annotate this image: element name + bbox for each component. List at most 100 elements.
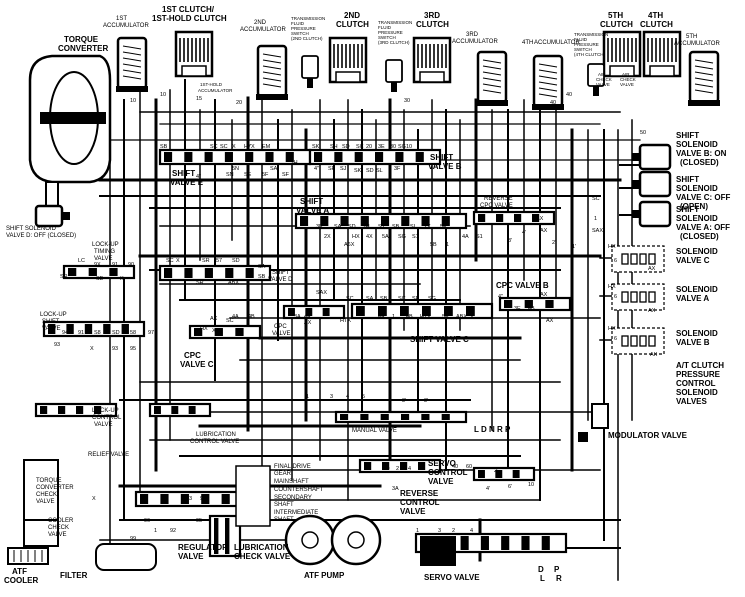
shift-solenoid-b — [632, 143, 672, 171]
port-code-sv-b: 20 — [366, 144, 372, 150]
shift-valve-a-land — [381, 216, 390, 226]
second-accumulator-spring-coil — [262, 71, 282, 76]
first-clutch-pack — [174, 30, 214, 78]
port-code-sv-e: SF — [282, 172, 290, 178]
manual-valve — [334, 410, 468, 424]
servo-valve-land — [480, 536, 489, 550]
reverse-cpc-valve-land — [532, 214, 540, 222]
shift-valve-d-land — [204, 268, 213, 278]
reverse-control-valve-land — [512, 470, 520, 478]
port-code-lockup: 91 — [112, 262, 118, 268]
cpc-valve-c-land — [214, 328, 223, 336]
port-code-sv-a: 3F — [316, 224, 323, 230]
fourth-accumulator-spring-coil — [538, 75, 558, 80]
port-code-acc-nums: 50 — [640, 130, 646, 136]
fifth-accumulator-piston — [688, 100, 720, 106]
third-clutch-pack — [412, 36, 452, 84]
lubrication-check-valve-land — [214, 518, 219, 554]
shift-valve-d-land — [245, 268, 254, 278]
port-code-cpcb: 4" — [498, 294, 503, 300]
port-code-sv-b: SD — [366, 168, 374, 174]
fourth-accumulator-spring-coil — [538, 93, 558, 98]
shift-valve-e-land — [224, 152, 233, 162]
shift-valve-e-land — [184, 152, 193, 162]
port-code-cpcb: 4B — [528, 306, 535, 312]
tfp-switch-3rd-body — [385, 59, 403, 83]
shift-valve-e-land — [265, 152, 274, 162]
manual-valve-land — [401, 414, 410, 420]
torque-converter — [28, 54, 112, 223]
solenoid-valve-a-enclosure — [611, 283, 665, 311]
port-code-sv-b: 30 — [390, 144, 396, 150]
port-code-misc: 2' — [494, 468, 498, 474]
port-code-sol: 6 — [614, 336, 617, 342]
port-code-misc: 10 — [528, 482, 534, 488]
port-code-sv-c: HTX — [340, 318, 351, 324]
port-code-misc: 60 — [466, 464, 472, 470]
port-code-sv-a: 2X — [424, 224, 431, 230]
lubrication-check-valve — [208, 514, 242, 558]
first-accumulator-spring-coil — [122, 57, 142, 62]
port-code-sv-b: SK — [312, 144, 320, 150]
regulator-valve-land — [201, 494, 210, 504]
port-code-sv-b: SG — [398, 144, 406, 150]
port-code-sol: SAX — [592, 228, 603, 234]
fourth-accumulator-spring-coil — [538, 69, 558, 74]
shift-valve-b-land — [375, 152, 384, 162]
port-code-sv-a: 5B — [430, 242, 437, 248]
port-code-sv-c: 4B — [406, 314, 413, 320]
first-accumulator-spring-coil — [122, 69, 142, 74]
shift-valve-c-land — [356, 306, 365, 316]
port-code-sv-b: SK — [354, 168, 362, 174]
manual-valve-land — [421, 414, 430, 420]
label-manual-valve: MANUAL VALVE — [352, 428, 397, 434]
label-atf-pump: ATF PUMP — [304, 571, 345, 580]
port-code-misc: 5 — [362, 394, 365, 400]
port-code-lockup: S8 — [94, 330, 101, 336]
solenoid-valve-a-coil — [621, 291, 629, 303]
port-code-sv-e: SH — [290, 160, 298, 166]
port-code-misc: 2 — [396, 466, 399, 472]
third-accumulator-spring-coil — [482, 89, 502, 94]
port-code-sol: HX — [608, 326, 616, 332]
solenoid-valve-b-enclosure — [611, 327, 665, 355]
cpc-valve-b — [498, 296, 572, 312]
shift-solenoid-b-plunger — [632, 153, 640, 161]
modulator-valve-body — [591, 403, 609, 429]
label-cpc-valve-b: CPC VALVE B — [496, 281, 549, 290]
port-code-sv-c: SG — [428, 296, 436, 302]
port-code-misc: 2' — [552, 240, 556, 246]
solenoid-valve-b-coil — [630, 335, 638, 347]
servo-control-valve-land — [364, 462, 372, 470]
port-code-sv-c: 4A — [378, 314, 385, 320]
atf-pump — [284, 514, 382, 566]
reverse-control-valve — [472, 466, 536, 482]
reverse-cpc-valve-land — [478, 214, 486, 222]
servo-control-valve — [358, 458, 442, 474]
servo-control-valve-land — [400, 462, 408, 470]
shift-solenoid-a-body — [638, 200, 672, 228]
shift-valve-d-land — [164, 268, 173, 278]
port-code-sv-a: SA — [300, 222, 308, 228]
port-code-sv-c: 5E — [442, 314, 449, 320]
tfp-switch-2nd — [301, 55, 319, 88]
filter-body — [95, 543, 157, 571]
atf-pump-hub-a — [301, 531, 319, 549]
port-code-misc: 1 — [154, 528, 157, 534]
